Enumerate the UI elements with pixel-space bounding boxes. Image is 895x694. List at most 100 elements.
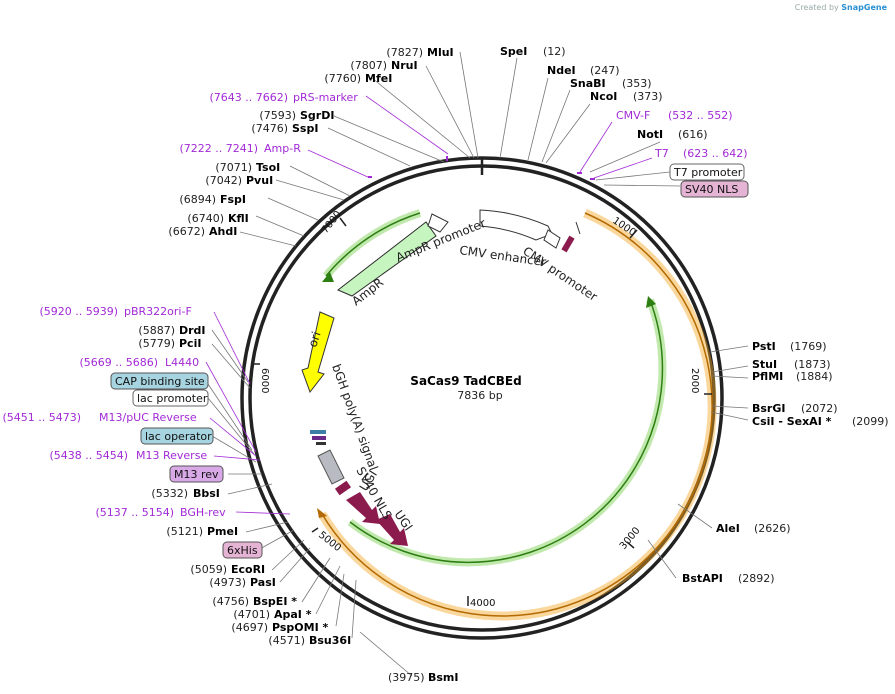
site-bsu36i-pos: (4571) [268, 634, 305, 647]
site-kfli-name: KflI [228, 212, 249, 225]
sv40-nls-feature-block[interactable] [317, 449, 345, 485]
orange-cds-line [321, 212, 713, 617]
site-nrui-name: NruI [391, 59, 418, 72]
amp-outer-arrowhead [322, 272, 334, 282]
cmv-promoter-arrow[interactable] [543, 229, 561, 249]
primer-t7-name: T7 [654, 147, 669, 160]
site-bbsi-name: BbsI [193, 487, 220, 500]
tick-label-2000: 2000 [689, 368, 700, 393]
tick-label-4000: 4000 [470, 598, 495, 609]
backbone-outer-ring [240, 156, 724, 640]
cmv-promoter-label: CMV promoter [520, 244, 600, 304]
site-noti-pos: (616) [678, 128, 708, 141]
site-mfei-pos: (7760) [324, 72, 361, 85]
lac-operator-marker [310, 430, 326, 434]
tick-7000 [339, 217, 347, 227]
sv40-nls-top-feature[interactable] [561, 235, 575, 253]
primer-m13-reverse-pos: (5438 .. 5454) [49, 449, 128, 462]
site-pcii-name: PciI [179, 337, 201, 350]
site-csii-sexai-name: CsiI - SexAI * [752, 415, 832, 428]
site-sgrdi-pos: (7593) [259, 109, 296, 122]
snapgene-logo-text: SnapGene [841, 3, 887, 12]
site-snabi-pos: (353) [622, 77, 652, 90]
site-fspi-pos: (6894) [179, 193, 216, 206]
tick-1000 [629, 229, 638, 239]
primer-t7-pos: (623 .. 642) [683, 147, 748, 160]
site-tsoi-name: TsoI [256, 161, 280, 174]
site-ahdi-pos: (6672) [168, 225, 205, 238]
lac-promoter-box[interactable] [132, 389, 209, 407]
ugi-arrow-1[interactable] [346, 492, 380, 524]
site-bstapi-name: BstAPI [682, 572, 723, 585]
site-pasi-pos: (4973) [209, 576, 246, 589]
site-ndei-name: NdeI [547, 64, 576, 77]
site-mlui-pos: (7827) [386, 46, 423, 59]
site-sspi-pos: (7476) [251, 122, 288, 135]
ampr-promoter-arrow[interactable] [427, 213, 449, 233]
site-alei-name: AleI [716, 522, 740, 535]
primer-cmv-f-name: CMV-F [616, 109, 650, 122]
plasmid-length: 7836 bp [457, 389, 502, 402]
site-mlui-name: MluI [427, 46, 454, 59]
site-bspei-pos: (4756) [212, 595, 249, 608]
site-ahdi-name: AhdI [209, 225, 237, 238]
site-drdi-pos: (5887) [138, 324, 175, 337]
primer-m13-reverse-name: M13 Reverse [136, 449, 207, 462]
leader-lines-left [207, 329, 357, 639]
site-bsmi-name: BsmI [428, 671, 459, 684]
tick-label-7000: 7000 [320, 209, 344, 236]
site-ecori-name: EcoRI [231, 563, 265, 576]
ori-feature-arrow[interactable] [301, 311, 335, 394]
primer-l4440-name: L4440 [165, 356, 199, 369]
amp-r-marker [368, 176, 372, 178]
site-ecori-pos: (5059) [190, 563, 227, 576]
site-pmei-pos: (5121) [166, 525, 203, 538]
sv40-nls-box[interactable] [680, 180, 749, 198]
primer-amp-r-pos: (7222 .. 7241) [179, 142, 258, 155]
leader-lines-left-primers [307, 95, 449, 179]
6xhis-box[interactable] [222, 541, 263, 559]
m13-rev-box[interactable] [169, 465, 224, 483]
site-bsmi-pos: (3975) [388, 671, 425, 684]
site-psti-pos: (1769) [790, 340, 827, 353]
site-nrui-pos: (7807) [350, 59, 387, 72]
site-pvui-pos: (7042) [205, 174, 242, 187]
tick-label-6000: 6000 [259, 368, 270, 393]
site-stui-name: StuI [752, 358, 777, 371]
site-mfei-name: MfeI [365, 72, 392, 85]
site-pmei-name: PmeI [207, 525, 238, 538]
sv40-nls-small-feature[interactable] [334, 480, 352, 496]
primer-pbr322ori-f-name: pBR322ori-F [124, 305, 192, 318]
m13-rev-label: M13 rev [174, 468, 219, 481]
lac-promoter-label: lac promoter [137, 392, 208, 405]
snapgene-watermark: Created by SnapGene [795, 3, 887, 12]
primer-bgh-rev-name: BGH-rev [180, 506, 226, 519]
site-stui-pos: (1873) [794, 358, 831, 371]
site-spei-pos: (12) [543, 45, 566, 58]
lac-operator-box[interactable] [140, 427, 214, 445]
site-bsrgi-pos: (2072) [801, 402, 838, 415]
site-sgrdi-name: SgrDI [300, 109, 334, 122]
leader-lines-right-top [499, 57, 681, 187]
cmv-enhancer-arrow[interactable] [479, 209, 553, 241]
site-drdi-name: DrdI [179, 324, 206, 337]
lac-promoter-marker [316, 442, 326, 445]
site-pflmi-name: PflMI [752, 370, 783, 383]
ampr-feature-arrow[interactable] [337, 221, 437, 297]
primer-amp-r-name: Amp-R [264, 142, 301, 155]
primer-prs-marker-name: pRS-marker [293, 91, 358, 104]
primer-cmv-f-pos: (532 .. 552) [668, 109, 733, 122]
primer-m13-puc-reverse-name: M13/pUC Reverse [99, 411, 197, 424]
primer-prs-marker-pos: (7643 .. 7662) [209, 91, 288, 104]
site-pasi-name: PasI [250, 576, 276, 589]
cap-binding-site-box[interactable] [110, 372, 209, 390]
site-pspomi-name: PspOMI * [272, 621, 329, 634]
site-bstapi-pos: (2892) [738, 572, 775, 585]
ugi-arrow-2[interactable] [376, 514, 408, 546]
sv40-nls-box-label: SV40 NLS [685, 183, 738, 196]
site-pvui-name: PvuI [246, 174, 273, 187]
site-kfli-pos: (6740) [187, 212, 224, 225]
primer-bgh-rev-pos: (5137 .. 5154) [95, 506, 174, 519]
t7-promoter-box[interactable] [669, 163, 745, 181]
created-by-text: Created by [794, 3, 839, 12]
